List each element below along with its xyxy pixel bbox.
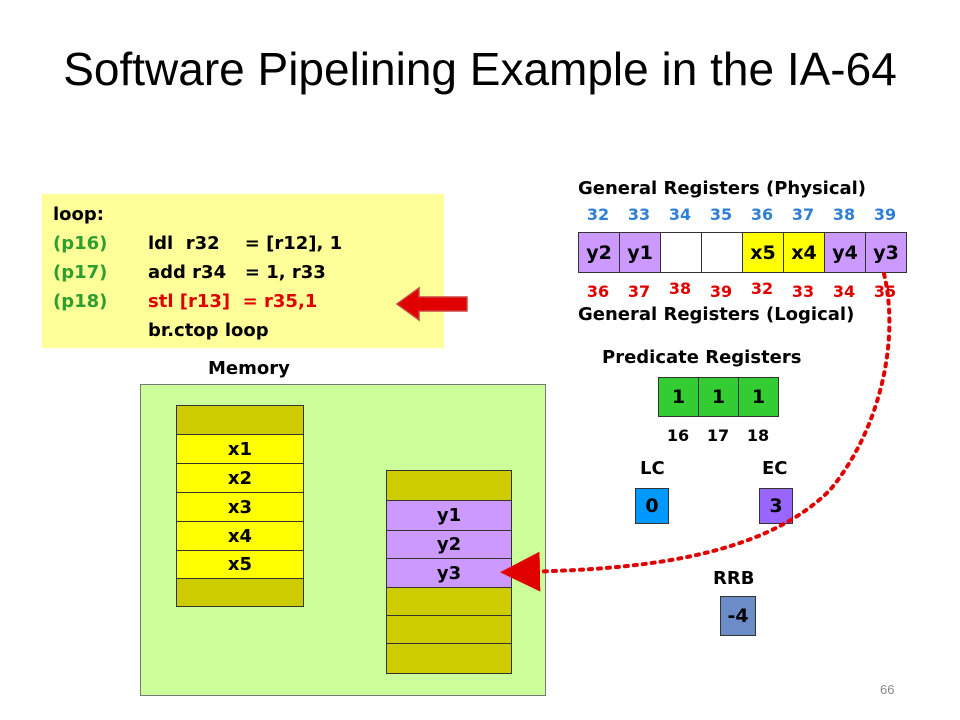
- instr-ldl: ldl r32 = [r12], 1: [148, 233, 343, 254]
- predicate-register-number: 16: [666, 426, 690, 445]
- predicate-register-cell: 1: [698, 377, 739, 417]
- general-register-cell: y3: [865, 232, 907, 273]
- memory-value: x2: [227, 467, 253, 489]
- logical-register-number: 37: [627, 282, 651, 301]
- general-register-cell: y1: [619, 232, 661, 273]
- predicate-value: 1: [671, 386, 686, 408]
- predicate-register-number: 18: [746, 426, 770, 445]
- pred-p17: (p17): [53, 262, 108, 283]
- memory-value: y2: [436, 534, 462, 555]
- memory-value: y1: [436, 505, 462, 526]
- memory-value: x5: [227, 554, 253, 575]
- predicate-value: 1: [711, 386, 726, 408]
- slide-title: Software Pipelining Example in the IA-64: [0, 38, 960, 100]
- predicate-register-cell: 1: [658, 377, 699, 417]
- physical-register-number: 32: [586, 205, 610, 224]
- memory-label: Memory: [208, 358, 290, 379]
- ec-register: 3: [759, 488, 793, 524]
- logical-register-number: 39: [709, 282, 733, 301]
- code-box: loop: (p16) ldl r32 = [r12], 1 (p17) add…: [42, 194, 444, 348]
- memory-cell-x: x2: [176, 463, 304, 493]
- slide-title-text: Software Pipelining Example in the IA-64: [63, 43, 897, 95]
- ec-value: 3: [769, 495, 783, 517]
- physical-register-number: 34: [668, 205, 692, 224]
- predicate-register-number: 17: [706, 426, 730, 445]
- logical-register-number: 34: [832, 282, 856, 301]
- logical-register-number: 38: [668, 279, 692, 298]
- general-register-cell: x4: [783, 232, 825, 273]
- ec-label: EC: [762, 458, 788, 479]
- memory-cell-y: y1: [386, 500, 512, 531]
- lc-register: 0: [635, 488, 669, 524]
- general-register-cell: x5: [742, 232, 784, 273]
- register-value: y4: [832, 241, 858, 264]
- memory-value: x3: [227, 496, 253, 518]
- predicate-register-cell: 1: [738, 377, 779, 417]
- logical-register-number: 35: [873, 282, 897, 301]
- register-value: y3: [873, 241, 899, 264]
- memory-value: x4: [227, 525, 253, 547]
- predicate-value: 1: [751, 386, 766, 408]
- loop-label: loop:: [53, 204, 104, 225]
- instr-add: add r34 = 1, r33: [148, 262, 326, 283]
- predicate-registers-label: Predicate Registers: [602, 347, 802, 368]
- logical-registers-label: General Registers (Logical): [578, 304, 855, 325]
- memory-cell-x: x5: [176, 550, 304, 579]
- register-value: x5: [750, 241, 776, 264]
- current-instruction-arrow-icon: [395, 286, 468, 322]
- logical-register-number: 32: [750, 279, 774, 298]
- physical-register-number: 38: [832, 205, 856, 224]
- memory-cell-y: [386, 643, 512, 674]
- general-register-cell: [660, 232, 702, 273]
- memory-value: y3: [436, 562, 462, 584]
- general-register-cell: [701, 232, 743, 273]
- rrb-value: -4: [727, 605, 749, 627]
- rrb-register: -4: [720, 596, 756, 636]
- physical-register-number: 35: [709, 205, 733, 224]
- memory-cell-y: y2: [386, 530, 512, 559]
- general-register-cell: y4: [824, 232, 866, 273]
- register-value: y2: [586, 241, 612, 264]
- physical-register-number: 36: [750, 205, 774, 224]
- memory-cell-x: [176, 405, 304, 435]
- rrb-label: RRB: [713, 568, 755, 589]
- instr-br: br.ctop loop: [148, 320, 269, 341]
- memory-cell-x: [176, 578, 304, 607]
- physical-register-number: 33: [627, 205, 651, 224]
- pred-p16: (p16): [53, 233, 108, 254]
- page-number: 66: [880, 682, 895, 697]
- physical-register-number: 39: [873, 205, 897, 224]
- memory-value: x1: [227, 438, 253, 460]
- register-value: x4: [791, 241, 817, 264]
- instr-stl: stl [r13] = r35,1: [148, 291, 318, 312]
- physical-register-number: 37: [791, 205, 815, 224]
- lc-value: 0: [645, 495, 659, 517]
- logical-register-number: 33: [791, 282, 815, 301]
- pred-p18: (p18): [53, 291, 108, 312]
- logical-register-number: 36: [586, 282, 610, 301]
- general-register-cell: y2: [578, 232, 620, 273]
- physical-registers-label: General Registers (Physical): [578, 178, 867, 199]
- lc-label: LC: [640, 458, 665, 479]
- memory-cell-y: [386, 615, 512, 644]
- register-value: y1: [627, 241, 653, 264]
